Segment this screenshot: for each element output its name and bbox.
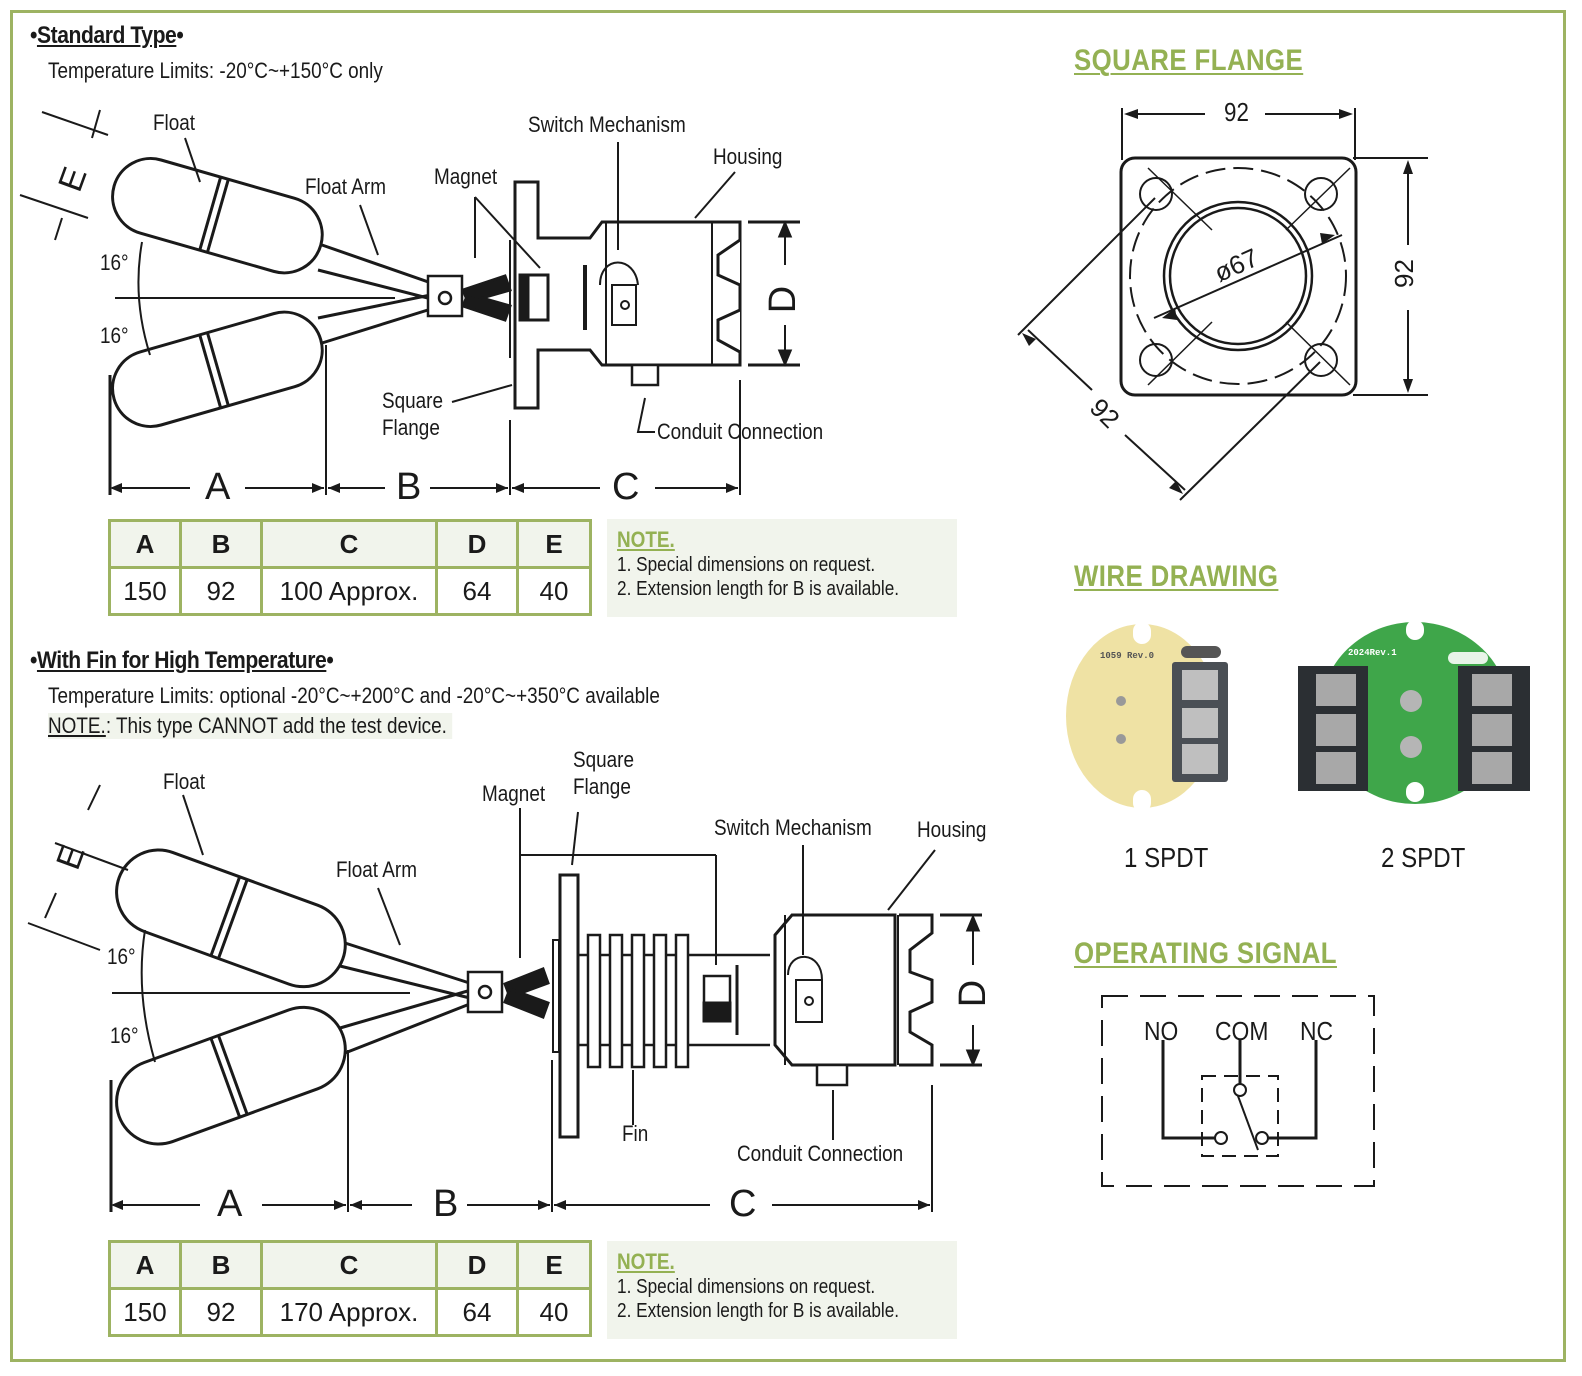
std-label-switch-mechanism: Switch Mechanism (528, 112, 686, 137)
std-label-float: Float (153, 110, 196, 135)
table-cell: 40 (516, 566, 592, 616)
std-label-float-arm: Float Arm (305, 174, 386, 199)
table-row: 150 92 170 Approx. 64 40 (108, 1287, 592, 1337)
table-cell: 170 Approx. (260, 1287, 438, 1337)
upper-float (111, 157, 324, 275)
std-label-magnet: Magnet (434, 164, 498, 189)
table-cell: 40 (516, 1287, 592, 1337)
fin-type-heading: •With Fin for High Temperature• (30, 647, 334, 674)
caption-1spdt: 1 SPDT (1124, 842, 1209, 873)
fin-note-box: NOTE. 1. Special dimensions on request. … (607, 1241, 957, 1339)
operating-signal-title: OPERATING SIGNAL (1074, 937, 1337, 970)
table-cell: 64 (435, 1287, 519, 1337)
standard-type-heading: •Standard Type• (30, 22, 184, 49)
table-header-cell: E (516, 1240, 592, 1290)
signal-label-no: NO (1144, 1016, 1179, 1046)
std-dim-a: A (205, 466, 231, 508)
fin-label-float-arm: Float Arm (336, 857, 417, 882)
note-title: NOTE. (617, 1249, 675, 1274)
std-angle-bottom: 16° (100, 323, 129, 348)
table-header-cell: C (260, 519, 438, 569)
wire-drawing-title: WIRE DRAWING (1074, 560, 1279, 593)
std-dim-b: B (396, 466, 422, 508)
fin-angle-top: 16° (107, 944, 136, 969)
fin-label-switch-mechanism: Switch Mechanism (714, 815, 872, 840)
fin-angle-bottom: 16° (110, 1023, 139, 1048)
table-header-row: A B C D E (108, 519, 592, 569)
fin-temp-limits: Temperature Limits: optional -20°C~+200°… (48, 683, 660, 708)
table-header-cell: D (435, 1240, 519, 1290)
board-rev-label: 2024Rev.1 (1348, 648, 1397, 658)
note-line: 2. Extension length for B is available. (617, 1300, 900, 1322)
table-cell: 92 (179, 566, 263, 616)
table-header-cell: A (108, 519, 182, 569)
fin-dim-b: B (433, 1183, 459, 1225)
table-header-cell: D (435, 519, 519, 569)
fin-label-float: Float (163, 769, 206, 794)
operating-signal-diagram (1101, 995, 1375, 1187)
fin-note-text: : This type CANNOT add the test device. (105, 713, 447, 738)
std-label-flange: Flange (382, 415, 440, 440)
fin-type-drawing (27, 784, 982, 1212)
table-cell: 150 (108, 566, 182, 616)
signal-label-nc: NC (1300, 1016, 1334, 1046)
wire-board-2spdt: 2024Rev.1 (1298, 618, 1530, 808)
standard-note-box: NOTE. 1. Special dimensions on request. … (607, 519, 957, 617)
fin-label-magnet: Magnet (482, 781, 546, 806)
fin-dim-c: C (729, 1183, 757, 1225)
flange-width-label: 92 (1224, 97, 1249, 127)
table-cell: 92 (179, 1287, 263, 1337)
page-frame (10, 10, 1566, 1362)
table-cell: 100 Approx. (260, 566, 438, 616)
caption-2spdt: 2 SPDT (1381, 842, 1466, 873)
table-header-cell: B (179, 1240, 263, 1290)
fin-note-prefix: NOTE. (48, 713, 106, 738)
fin-type-title: With Fin for High Temperature (36, 647, 327, 674)
note-line: 1. Special dimensions on request. (617, 1276, 876, 1298)
table-cell: 150 (108, 1287, 182, 1337)
square-flange-drawing (1017, 108, 1428, 501)
table-header-cell: B (179, 519, 263, 569)
fin-label-fin: Fin (622, 1121, 649, 1146)
fin-dim-a: A (217, 1183, 243, 1225)
note-title: NOTE. (617, 527, 675, 552)
std-label-square: Square (382, 388, 444, 413)
fin-note: NOTE.: This type CANNOT add the test dev… (48, 713, 453, 739)
table-header-row: A B C D E (108, 1240, 592, 1290)
flange-height-label: 92 (1388, 259, 1419, 288)
signal-label-com: COM (1215, 1016, 1269, 1046)
fin-label-conduit-connection: Conduit Connection (737, 1141, 904, 1166)
fin-dimension-table: A B C D E 150 92 170 Approx. 64 40 (108, 1240, 592, 1337)
fin-label-square: Square (573, 747, 635, 772)
board-rev-label: 1059 Rev.0 (1100, 651, 1155, 661)
std-dim-c: C (612, 466, 640, 508)
table-header-cell: A (108, 1240, 182, 1290)
fin-label-housing: Housing (917, 817, 987, 842)
table-header-cell: E (516, 519, 592, 569)
table-cell: 64 (435, 566, 519, 616)
lower-float (111, 310, 324, 428)
note-line: 1. Special dimensions on request. (617, 554, 876, 576)
fin-label-flange: Flange (573, 774, 631, 799)
standard-type-title: Standard Type (36, 22, 177, 49)
std-dim-d: D (762, 285, 805, 314)
square-flange-title: SQUARE FLANGE (1074, 44, 1304, 77)
note-line: 2. Extension length for B is available. (617, 578, 900, 600)
wire-board-1spdt: 1059 Rev.0 (1066, 622, 1228, 814)
standard-type-drawing (19, 109, 800, 495)
std-label-housing: Housing (713, 144, 783, 169)
standard-temp-limits: Temperature Limits: -20°C~+150°C only (48, 58, 383, 83)
standard-dimension-table: A B C D E 150 92 100 Approx. 64 40 (108, 519, 592, 616)
std-angle-top: 16° (100, 250, 129, 275)
table-header-cell: C (260, 1240, 438, 1290)
fin-dim-d: D (952, 979, 995, 1008)
std-label-conduit-connection: Conduit Connection (657, 419, 824, 444)
table-row: 150 92 100 Approx. 64 40 (108, 566, 592, 616)
